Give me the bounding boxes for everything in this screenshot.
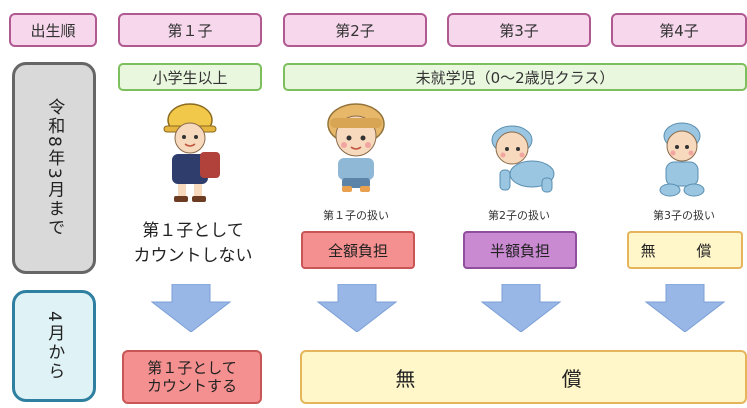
- header-child-2: 第2子: [283, 13, 427, 47]
- note-second-child: 第2子の扱い: [488, 209, 550, 222]
- toddler-icon: [318, 96, 394, 196]
- full-payment-badge: 全額負担: [301, 231, 415, 269]
- header-child-4: 第4子: [611, 13, 747, 47]
- header-child-1: 第１子: [118, 13, 262, 47]
- period-after-box: 4月から: [12, 290, 96, 402]
- down-arrow-icon: [150, 284, 232, 332]
- note-third-child: 第3子の扱い: [653, 209, 715, 222]
- free-badge-before: 無 償: [627, 231, 743, 269]
- sitting-baby-icon: [650, 118, 714, 200]
- period-before-label: 令和8年3月まで: [44, 98, 65, 238]
- period-after-label: 4月から: [44, 311, 65, 381]
- birth-order-label: 出生順: [9, 13, 97, 47]
- first-child-not-counted: 第１子として カウントしない: [133, 221, 253, 266]
- down-arrow-icon: [480, 284, 562, 332]
- first-child-counted: 第１子として カウントする: [122, 350, 262, 404]
- note-first-child: 第１子の扱い: [323, 209, 389, 222]
- header-child-3: 第3子: [447, 13, 591, 47]
- schoolchild-icon: [150, 98, 230, 206]
- period-before-box: 令和8年3月まで: [12, 62, 96, 274]
- down-arrow-icon: [316, 284, 398, 332]
- group-elementary: 小学生以上: [118, 63, 262, 91]
- half-payment-badge: 半額負担: [463, 231, 577, 269]
- free-all-after: 無 償: [300, 350, 747, 404]
- down-arrow-icon: [644, 284, 726, 332]
- group-preschool: 未就学児（0～2歳児クラス）: [283, 63, 747, 91]
- crawling-baby-icon: [482, 118, 558, 198]
